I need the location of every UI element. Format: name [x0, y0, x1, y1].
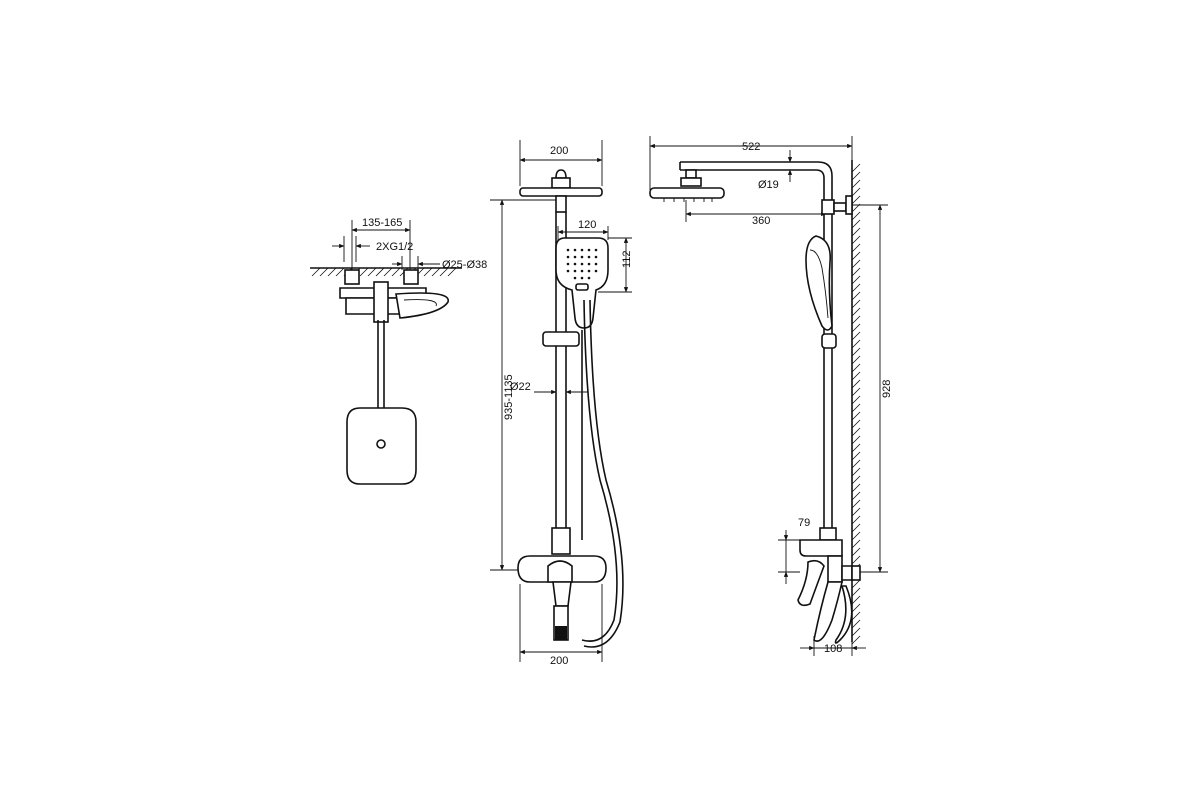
dim-arm-length: 522	[649, 136, 853, 190]
overhead-shower-front	[519, 169, 603, 213]
shower-arm	[649, 161, 833, 202]
dim-mixer-height: 79	[778, 517, 810, 584]
dim-rail-diameter: Ø22	[510, 381, 588, 395]
mixer-front	[517, 527, 607, 641]
dim-pipe-diameter-label: Ø25-Ø38	[442, 259, 487, 271]
front-view: 200	[490, 140, 633, 667]
dim-overhead-width-label: 200	[550, 145, 568, 157]
dim-arm-reach-label: 360	[752, 215, 770, 227]
dim-mixer-width-label: 200	[550, 655, 568, 667]
dim-arm-diameter: Ø19	[758, 150, 793, 191]
dim-spacing: 135-165	[351, 217, 411, 270]
dim-arm-length-label: 522	[742, 141, 760, 153]
dim-mixer-depth: 108	[800, 636, 866, 656]
shower-hose	[581, 299, 624, 648]
dim-pipe-diameter: Ø25-Ø38	[392, 256, 487, 271]
dim-connection: 2XG1/2	[332, 236, 413, 262]
rail-holder	[542, 330, 583, 540]
dim-mixer-height-label: 79	[798, 517, 810, 529]
dim-arm-diameter-label: Ø19	[758, 179, 779, 191]
dim-hand-shower-width: 120	[557, 219, 609, 240]
dim-mixer-depth-label: 108	[824, 643, 842, 655]
dim-arm-reach: 360	[685, 200, 827, 227]
side-view: 522 Ø19 360	[649, 136, 893, 656]
top-view: 135-165 2XG1/2 Ø25-Ø38	[310, 217, 487, 485]
mixer-side	[797, 527, 861, 644]
hand-shower-side	[805, 235, 837, 349]
dim-height-range-label: 935-1135	[503, 374, 515, 420]
wall-hatch-top	[310, 267, 462, 277]
dim-connection-label: 2XG1/2	[376, 241, 413, 253]
dim-hand-shower-height: 112	[598, 237, 633, 293]
dim-spacing-label: 135-165	[362, 217, 402, 229]
dim-mixer-width: 200	[519, 584, 603, 667]
mixer-top	[339, 269, 449, 485]
dim-total-height-label: 928	[881, 380, 893, 398]
dim-overhead-width: 200	[519, 140, 603, 186]
wall-bracket	[821, 195, 853, 215]
dim-height-range: 935-1135	[490, 199, 556, 571]
hand-shower-front	[555, 237, 609, 329]
wall-hatch-side	[851, 160, 861, 645]
dim-hand-shower-height-label: 112	[621, 250, 633, 268]
dim-rail-diameter-label: Ø22	[510, 381, 531, 393]
dim-total-height: 928	[852, 204, 893, 573]
dim-hand-shower-width-label: 120	[578, 219, 596, 231]
